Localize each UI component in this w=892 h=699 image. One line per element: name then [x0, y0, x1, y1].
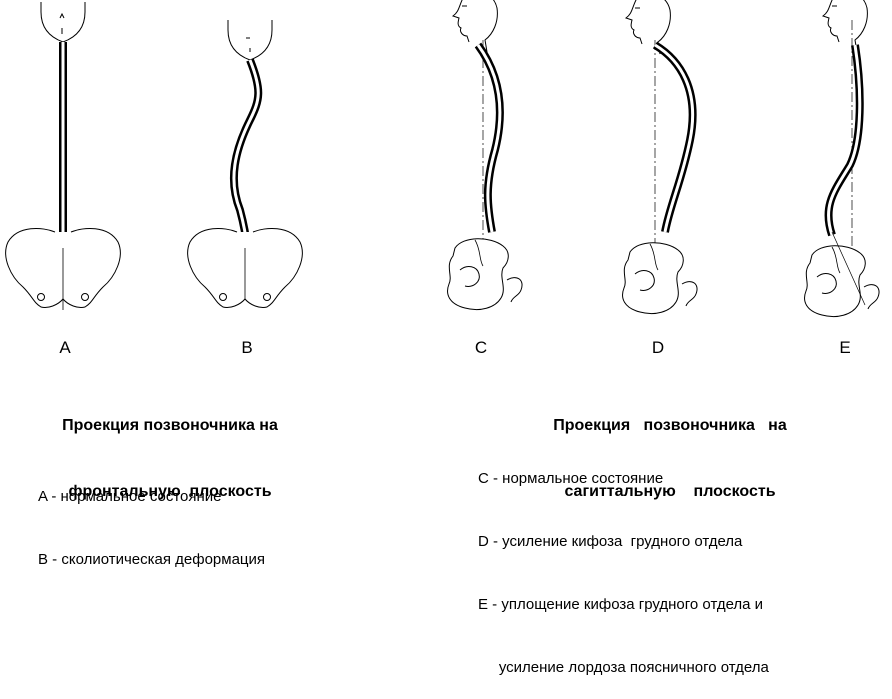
legend-item-a: A - нормальное состояние: [38, 488, 222, 505]
legend-item-e: E - уплощение кифоза грудного отдела и: [478, 596, 764, 613]
frontal-legend: A - нормальное состояние B - сколиотичес…: [38, 444, 265, 591]
figure-d-spine: [622, 0, 698, 315]
frontal-caption-line1: Проекция позвоночника на: [62, 417, 278, 434]
sagittal-caption: Проекция позвоночника на сагиттальную пл…: [520, 371, 820, 525]
figure-b-spine: [187, 19, 303, 309]
figure-label-e: E: [839, 338, 851, 357]
legend-item-e-cont: усиление лордоза поясничного отдела: [478, 659, 769, 676]
figure-label-b: B: [241, 338, 253, 357]
frontal-caption-line2: фронтальную плоскость: [68, 483, 272, 500]
sagittal-legend: C - нормальное состояние D - усиление ки…: [478, 426, 769, 699]
legend-item-b: B - сколиотическая деформация: [38, 551, 266, 568]
sagittal-caption-line2: сагиттальную плоскость: [564, 483, 776, 500]
figure-c-spine: [447, 0, 523, 311]
spine-diagrams: [5, 0, 880, 318]
frontal-caption: Проекция позвоночника на фронтальную пло…: [20, 371, 320, 525]
legend-item-d: D - усиление кифоза грудного отдела: [478, 533, 743, 550]
figure-label-d: D: [651, 338, 665, 357]
legend-item-c: C - нормальное состояние: [478, 470, 664, 487]
figure-a-spine: [5, 1, 121, 310]
figure-e-spine: [804, 0, 880, 318]
sagittal-caption-line1: Проекция позвоночника на: [553, 417, 787, 434]
figure-label-a: A: [59, 338, 71, 357]
figure-label-c: C: [474, 338, 488, 357]
